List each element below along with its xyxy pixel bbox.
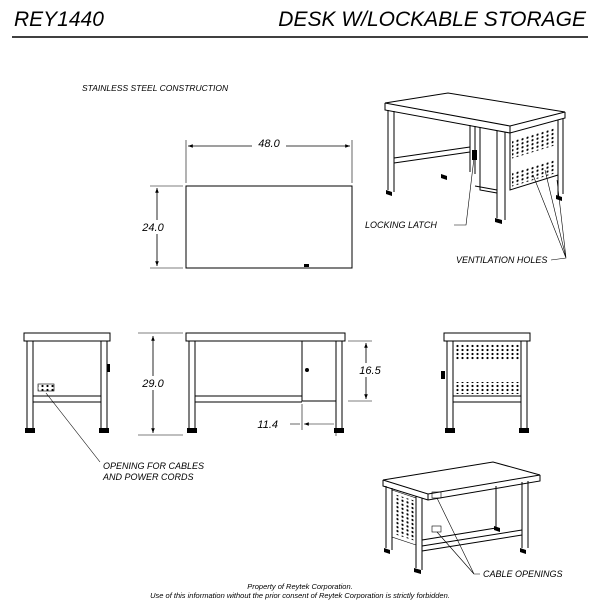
- footer-ownership: Property of Reytek Corporation.: [247, 582, 352, 591]
- width-dimension: 48.0: [258, 138, 280, 150]
- top-view: [150, 140, 353, 269]
- ventilation-holes-label: VENTILATION HOLES: [456, 255, 547, 265]
- cabinet-width-dimension: 11.4: [257, 419, 278, 431]
- side-view-left: [23, 332, 111, 463]
- construction-note: STAINLESS STEEL CONSTRUCTION: [82, 83, 229, 93]
- cabinet-height-dimension: 16.5: [359, 365, 381, 377]
- depth-dimension: 24.0: [141, 222, 164, 234]
- cable-opening-label-line2: AND POWER CORDS: [102, 472, 194, 482]
- model-number: REY1440: [14, 8, 104, 31]
- side-view-right: [441, 332, 531, 433]
- footer-disclaimer: Use of this information without the prio…: [150, 591, 450, 600]
- height-dimension: 29.0: [141, 378, 164, 390]
- cable-opening-label-line1: OPENING FOR CABLES: [103, 461, 204, 471]
- locking-latch-label: LOCKING LATCH: [365, 220, 437, 230]
- front-view: [138, 332, 372, 436]
- cable-openings-label: CABLE OPENINGS: [483, 569, 563, 579]
- isometric-view-rear: [382, 461, 541, 575]
- drawing-title: DESK W/LOCKABLE STORAGE: [278, 8, 587, 31]
- isometric-view-front: [384, 92, 567, 261]
